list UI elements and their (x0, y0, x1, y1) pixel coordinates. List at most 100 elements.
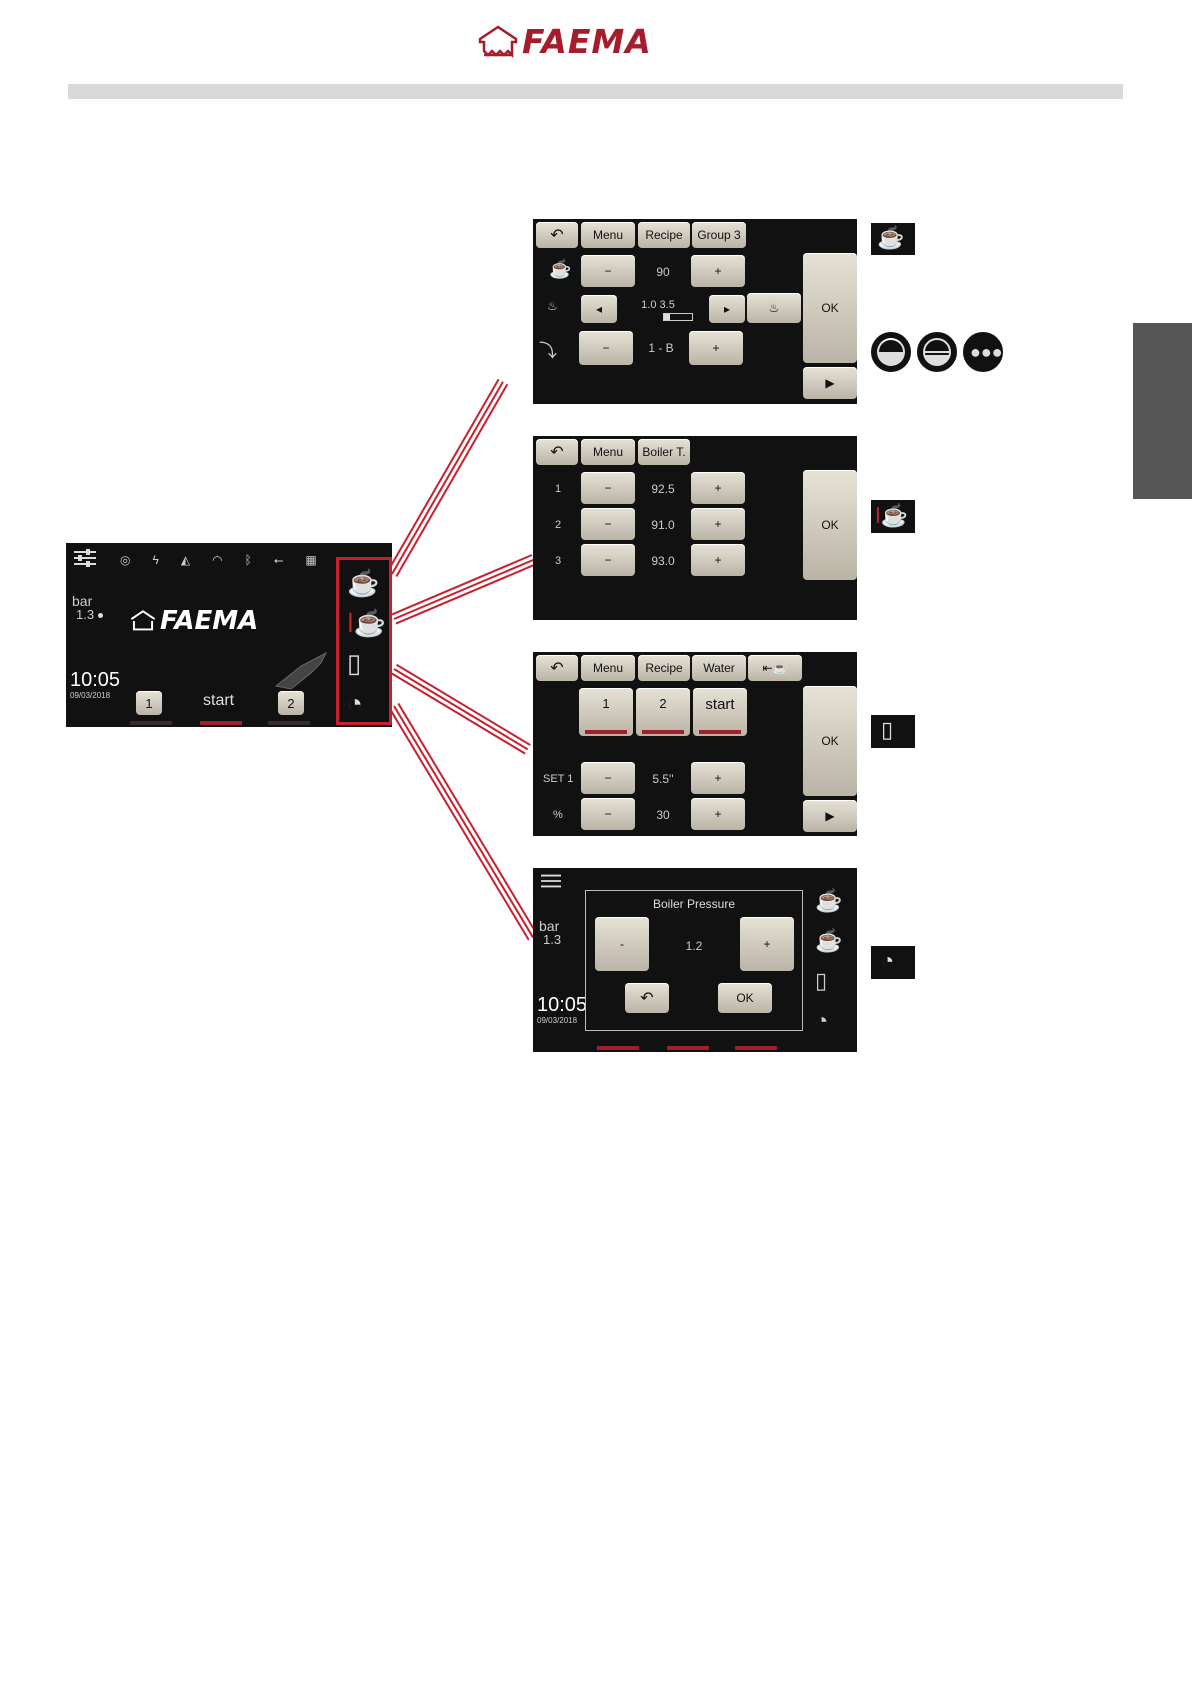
clock-date: 09/03/2018 (537, 1016, 578, 1025)
tab-menu[interactable]: Menu (581, 655, 635, 681)
clock-time: 10:05 (70, 669, 121, 691)
next-button[interactable]: ▶ (803, 367, 857, 399)
save-to-cup-button[interactable]: ⇤☕ (748, 655, 802, 681)
group-2-bar (735, 1046, 777, 1050)
range-right-button[interactable]: ▸ (709, 295, 745, 323)
more-options-icon: ●●● (963, 332, 1003, 372)
calculator-icon: ▦ (305, 553, 317, 567)
boiler-1-minus-button[interactable]: − (581, 472, 635, 504)
start-button[interactable]: start (203, 692, 235, 709)
pressure-minus-button[interactable]: - (595, 917, 649, 971)
back-button[interactable]: ↶ (625, 983, 669, 1013)
tab-menu[interactable]: Menu (581, 222, 635, 248)
connector-line (391, 381, 504, 575)
boiler-2-value: 91.0 (651, 518, 675, 532)
percent-label: % (553, 809, 563, 821)
settings-sliders-icon[interactable] (539, 871, 563, 891)
boiler-temperature-screen: ↶ Menu Boiler T. 1 − 92.5 + 2 − 91.0 + 3… (533, 436, 857, 620)
percent-plus-button[interactable]: + (691, 798, 745, 830)
boiler-row-label: 2 (555, 519, 562, 531)
pressure-value: 1.3 (76, 607, 95, 622)
gauge-icon[interactable]: ◔ (815, 1008, 829, 1033)
thermometer-cup-icon[interactable]: ☕ (815, 928, 843, 953)
start-bar (667, 1046, 709, 1050)
bluetooth-icon: ᛒ (244, 553, 252, 567)
dialog-title: Boiler Pressure (652, 897, 736, 911)
recipe-book-cup-icon[interactable]: ☕ (347, 568, 380, 598)
range-slider[interactable] (663, 313, 693, 321)
pressure-value: 1.3 (543, 932, 562, 947)
boiler-1-value: 92.5 (651, 482, 675, 496)
back-button[interactable]: ↶ (536, 655, 578, 681)
dose-plus-button[interactable]: + (691, 255, 745, 287)
tab-recipe[interactable]: Recipe (638, 655, 690, 681)
percent-minus-button[interactable]: − (581, 798, 635, 830)
faema-logo: FAEMA (478, 22, 652, 61)
ok-button[interactable]: OK (803, 253, 857, 363)
pressure-label: bar (72, 593, 93, 609)
group-2-button[interactable]: 2 (636, 688, 690, 736)
pressure-plus-button[interactable]: + (740, 917, 794, 971)
tab-menu[interactable]: Menu (581, 439, 635, 465)
settings-sliders-icon[interactable] (72, 547, 98, 569)
group-1-bar (130, 721, 172, 725)
group-1-bar (585, 730, 627, 734)
gauge-icon: ◔ (871, 946, 915, 979)
usb-icon: ⭠ (273, 553, 284, 567)
tab-recipe[interactable]: Recipe (638, 222, 690, 248)
dose-value: 90 (656, 265, 670, 279)
group-1-button[interactable]: 1 (136, 691, 162, 715)
boiler-2-plus-button[interactable]: + (691, 508, 745, 540)
group-2-bar (642, 730, 684, 734)
header-divider (68, 84, 1123, 99)
recipe-book-cup-icon[interactable]: ☕ (815, 888, 843, 913)
ok-button[interactable]: OK (718, 983, 772, 1013)
group-2-bar (268, 721, 310, 725)
clock-time: 10:05 (537, 994, 588, 1016)
group-2-button[interactable]: 2 (278, 691, 304, 715)
faema-logo-icon (130, 610, 156, 631)
single-dose-icon (871, 332, 911, 372)
set-plus-button[interactable]: + (691, 762, 745, 794)
tab-water[interactable]: Water (692, 655, 746, 681)
boiler-2-minus-button[interactable]: − (581, 508, 635, 540)
back-button[interactable]: ↶ (536, 222, 578, 248)
boiler-3-plus-button[interactable]: + (691, 544, 745, 576)
percent-value: 30 (656, 808, 670, 822)
grinder-plus-button[interactable]: + (689, 331, 743, 365)
thermometer-cup-icon[interactable]: ǀ☕ (347, 608, 387, 638)
back-button[interactable]: ↶ (536, 439, 578, 465)
range-values: 1.0 3.5 (641, 299, 675, 311)
gauge-icon[interactable]: ◔ (347, 688, 363, 718)
tab-group-3[interactable]: Group 3 (692, 222, 746, 248)
recipe-book-jug-icon[interactable]: ▯ (347, 648, 362, 678)
boiler-3-minus-button[interactable]: − (581, 544, 635, 576)
dose-minus-button[interactable]: − (581, 255, 635, 287)
pressure-dot (98, 613, 103, 618)
recipe-book-jug-icon[interactable]: ▯ (815, 968, 828, 993)
start-bar (699, 730, 741, 734)
start-button[interactable]: start (693, 688, 747, 736)
recipe-screen: ↶ Menu Recipe Group 3 ☕ − 90 + ♨ ◂ 1.0 3… (533, 219, 857, 404)
pressure-label: bar (539, 918, 560, 934)
boiler-1-plus-button[interactable]: + (691, 472, 745, 504)
ok-button[interactable]: OK (803, 686, 857, 796)
pressure-setting-value: 1.2 (685, 939, 703, 953)
thermometer-cup-icon: ǀ☕ (871, 500, 915, 533)
steam-button[interactable]: ♨ (747, 293, 801, 323)
boiler-3-value: 93.0 (651, 554, 675, 568)
grinder-minus-button[interactable]: − (579, 331, 633, 365)
group-1-button[interactable]: 1 (579, 688, 633, 736)
lightning-icon: ϟ (152, 553, 159, 567)
set-minus-button[interactable]: − (581, 762, 635, 794)
screen-logo: FAEMA (129, 606, 258, 636)
next-button[interactable]: ▶ (803, 800, 857, 832)
cup-icon: ☕ (549, 259, 572, 279)
tab-boiler-t[interactable]: Boiler T. (638, 439, 690, 465)
range-left-button[interactable]: ◂ (581, 295, 617, 323)
ok-button[interactable]: OK (803, 470, 857, 580)
recipe-book-jug-icon: ▯ (871, 715, 915, 748)
clock-date: 09/03/2018 (70, 691, 111, 700)
boiler-pressure-screen: bar 1.3 10:05 09/03/2018 ☕ ☕ ▯ ◔ Boiler … (533, 868, 857, 1052)
grinder-icon: ◭ (180, 553, 191, 567)
